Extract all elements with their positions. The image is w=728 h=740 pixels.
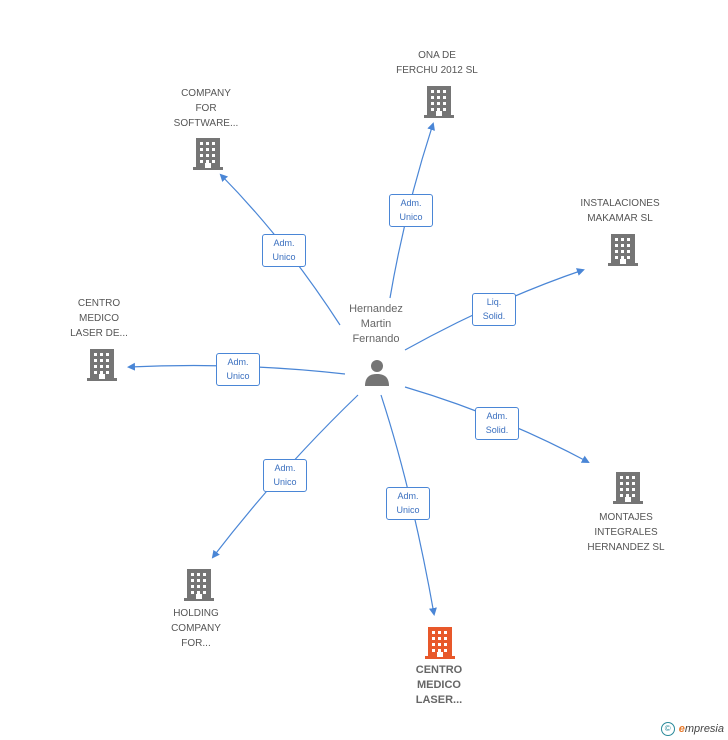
company-name-line: FERCHU 2012 SL — [396, 65, 478, 76]
person-name-line: Fernando — [352, 333, 400, 345]
relation-badge[interactable]: Adm. Unico — [263, 459, 307, 492]
company-name-line: COMPANY — [171, 623, 221, 634]
relation-badge[interactable]: Adm. Unico — [262, 234, 306, 267]
company-name[interactable]: HOLDING COMPANY FOR... — [171, 606, 221, 651]
relation-badge[interactable]: Adm. Unico — [216, 353, 260, 386]
company-name[interactable]: CENTRO MEDICO LASER DE... — [70, 296, 128, 341]
relation-badge-line: Adm. — [486, 411, 508, 421]
company-name[interactable]: COMPANY FOR SOFTWARE... — [174, 86, 239, 131]
relation-badge-line: Liq. — [486, 297, 502, 307]
person-name[interactable]: Hernandez Martin Fernando — [349, 302, 403, 347]
company-name-line: COMPANY — [181, 88, 231, 99]
company-building-icon[interactable] — [183, 567, 215, 601]
company-name-line: ONA DE — [418, 50, 456, 61]
relation-badge-line: Unico — [399, 212, 423, 222]
relation-badge-line: Solid. — [485, 425, 509, 435]
company-name[interactable]: INSTALACIONES MAKAMAR SL — [580, 196, 659, 226]
footer-brand: © empresia — [660, 722, 724, 736]
company-building-icon[interactable] — [423, 84, 455, 118]
company-building-icon[interactable] — [612, 470, 644, 504]
relation-badge-line: Unico — [272, 252, 296, 262]
company-name-line: INSTALACIONES — [580, 198, 660, 209]
relation-badge-line: Unico — [396, 505, 420, 515]
relation-badge-line: Adm. — [274, 463, 296, 473]
company-building-icon[interactable] — [86, 347, 118, 381]
person-icon[interactable] — [363, 358, 391, 386]
company-name-line: LASER... — [415, 694, 463, 706]
relation-badge[interactable]: Liq. Solid. — [472, 293, 516, 326]
company-name-line: INTEGRALES — [594, 527, 658, 538]
person-name-line: Hernandez — [349, 303, 403, 315]
relation-badge-line: Adm. — [273, 238, 295, 248]
company-name-line: MAKAMAR SL — [587, 213, 653, 224]
company-name[interactable]: MONTAJES INTEGRALES HERNANDEZ SL — [587, 510, 664, 555]
company-building-icon-highlighted[interactable] — [424, 625, 456, 659]
company-name-line: HERNANDEZ SL — [587, 542, 665, 553]
company-name-line: MEDICO — [416, 679, 461, 691]
relation-badge-line: Unico — [273, 477, 297, 487]
relation-badge-line: Adm. — [400, 198, 422, 208]
company-name-line: MEDICO — [79, 313, 119, 324]
relation-badge[interactable]: Adm. Unico — [389, 194, 433, 227]
company-name-line: SOFTWARE... — [173, 118, 239, 129]
company-name-line: FOR — [195, 103, 217, 114]
company-name-line: CENTRO — [415, 664, 463, 676]
company-name-line: CENTRO — [77, 298, 121, 309]
company-building-icon[interactable] — [192, 136, 224, 170]
company-name-line: FOR... — [181, 638, 211, 649]
relation-badge-line: Adm. — [397, 491, 419, 501]
person-name-line: Martin — [360, 318, 392, 330]
relation-badge[interactable]: Adm. Unico — [386, 487, 430, 520]
relation-badge-line: Adm. — [227, 357, 249, 367]
company-name-line: MONTAJES — [599, 512, 653, 523]
company-name-line: HOLDING — [173, 608, 219, 619]
company-name-line: LASER DE... — [70, 328, 128, 339]
company-name[interactable]: CENTRO MEDICO LASER... — [416, 663, 462, 708]
company-building-icon[interactable] — [607, 232, 639, 266]
relation-badge-line: Unico — [226, 371, 250, 381]
brand-logo[interactable]: empresia — [678, 723, 724, 735]
relation-badge-line: Solid. — [482, 311, 506, 321]
relation-badge[interactable]: Adm. Solid. — [475, 407, 519, 440]
company-name[interactable]: ONA DE FERCHU 2012 SL — [396, 48, 478, 78]
copyright-icon: © — [660, 722, 675, 736]
